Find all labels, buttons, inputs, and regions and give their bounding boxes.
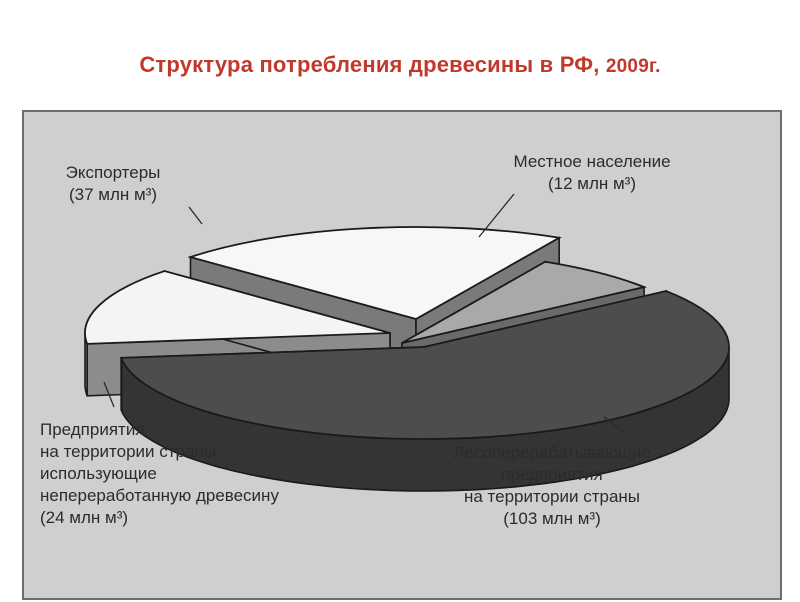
pie-label-line: использующие: [40, 464, 157, 483]
pie-slice-top-processing: [119, 290, 730, 440]
pie-slice-top-exporters: [187, 226, 562, 320]
pie-label-line: на территории страны: [464, 487, 640, 506]
leader-line-processing: [603, 416, 625, 433]
pie-label-local: Местное население (12 млн м³): [513, 152, 670, 193]
pie-label-line: Местное население: [513, 152, 670, 171]
pie-label-domestic: Предприятия на территории страны, использу…: [40, 420, 279, 527]
pie-label-line: на территории страны,: [40, 442, 221, 461]
pie-label-line: (103 млн м³): [503, 509, 600, 528]
leader-line-exporters: [188, 206, 203, 225]
pie-labels: Местное население (12 млн м³) Лесоперераба…: [40, 152, 671, 528]
pie-slice-top-domestic: [84, 270, 391, 345]
pie-label-processing: Лесоперерабатывающие предприятия на террит…: [453, 443, 651, 528]
pie-label-exporters: Экспортеры (37 млн м³): [66, 163, 161, 204]
pie-slices: [84, 226, 730, 492]
pie-label-line: Лесоперерабатывающие: [453, 443, 651, 462]
pie-label-line: Экспортеры: [66, 163, 161, 182]
pie-slice-processing: [119, 290, 730, 492]
pie-label-line: (24 млн м³): [40, 508, 128, 527]
label-leader-lines: [103, 193, 625, 433]
pie-label-line: (37 млн м³): [69, 185, 157, 204]
pie-slice-top-local: [401, 260, 648, 344]
chart-title: Структура потребления древесины в РФ, 20…: [0, 52, 800, 78]
leader-line-domestic: [103, 381, 115, 408]
leader-line-local: [478, 193, 515, 238]
pie-label-line: Предприятия: [40, 420, 145, 439]
chart-title-main: Структура потребления древесины в РФ,: [139, 52, 606, 77]
pie-label-line: (12 млн м³): [548, 174, 636, 193]
pie-label-line: непереработанную древесину: [40, 486, 279, 505]
chart-title-year: 2009г.: [605, 56, 661, 77]
pie-label-line: предприятия: [501, 465, 603, 484]
chart-panel: Местное население (12 млн м³) Лесоперераба…: [22, 110, 782, 600]
pie-chart-3d: Местное население (12 млн м³) Лесоперераба…: [40, 152, 730, 528]
